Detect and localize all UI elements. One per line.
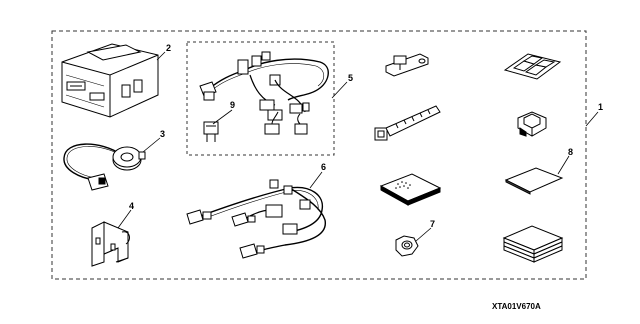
cable-tie-part <box>374 105 441 141</box>
harness-group-border <box>186 41 335 156</box>
clip-part <box>385 53 429 77</box>
label-sheet-part <box>503 53 562 80</box>
manual-part <box>502 225 564 263</box>
callout-4: 4 <box>129 201 134 211</box>
callout-1: 1 <box>598 102 603 112</box>
main-harness-part <box>186 179 326 259</box>
callout-6: 6 <box>321 162 326 172</box>
callout-3: 3 <box>160 129 165 139</box>
kit-border <box>51 30 587 280</box>
velcro-pad-part <box>379 173 442 206</box>
buzzer-part <box>63 143 146 191</box>
callout-2: 2 <box>166 43 171 53</box>
grommet-part <box>517 111 547 137</box>
card-part <box>504 167 564 195</box>
diagram-code: XTA01V670A <box>492 302 541 311</box>
callout-5: 5 <box>348 73 353 83</box>
fuse-part <box>203 121 219 142</box>
callout-9: 9 <box>230 100 235 110</box>
bracket-part <box>91 221 130 267</box>
control-unit-part <box>61 43 159 118</box>
leader-lines <box>117 51 599 242</box>
nut-part <box>395 235 419 257</box>
callout-8: 8 <box>568 147 573 157</box>
sub-harness-part <box>199 51 329 135</box>
callout-7: 7 <box>430 219 435 229</box>
